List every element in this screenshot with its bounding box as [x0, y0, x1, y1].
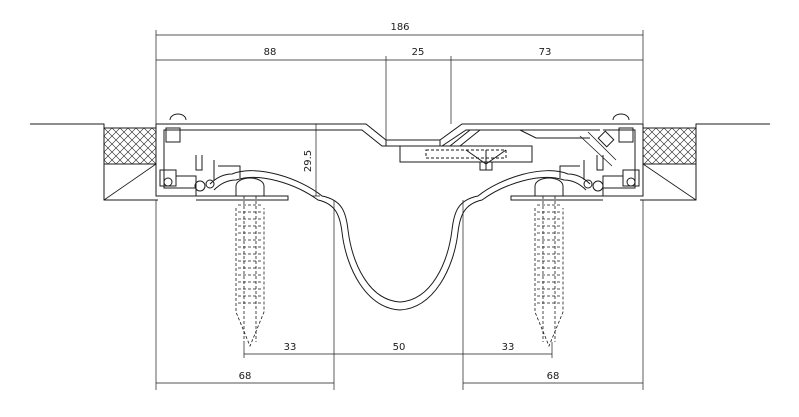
base-rail-left	[196, 177, 289, 201]
dimension-left-section: 88	[263, 47, 277, 58]
rubber-membrane	[209, 170, 591, 311]
insulation-block-left	[103, 127, 157, 201]
dimension-lines-top	[155, 30, 644, 140]
anchor-dowel-left	[235, 196, 265, 348]
dimension-base-left-width: 68	[238, 371, 252, 382]
dimension-bottom-right-spacing: 33	[501, 342, 515, 353]
aluminium-profile-left	[155, 113, 241, 197]
dimension-overall-width: 186	[390, 22, 410, 33]
dimension-right-section: 73	[538, 47, 552, 58]
dimension-profile-height: 29.5	[303, 149, 314, 173]
base-rail-right	[510, 177, 603, 201]
aluminium-profile-right	[559, 113, 644, 197]
anchor-dowel-right	[534, 196, 564, 348]
dimension-bottom-center-spacing: 50	[392, 342, 406, 353]
dimension-center-gap: 25	[411, 47, 425, 58]
dimension-line-height	[312, 123, 320, 197]
dimension-lines-bottom	[155, 200, 644, 390]
dimension-bottom-left-spacing: 33	[283, 342, 297, 353]
sliding-plate-assembly	[399, 145, 533, 171]
dimension-base-right-width: 68	[546, 371, 560, 382]
insulation-block-right	[642, 127, 697, 201]
cover-plate	[196, 123, 603, 147]
